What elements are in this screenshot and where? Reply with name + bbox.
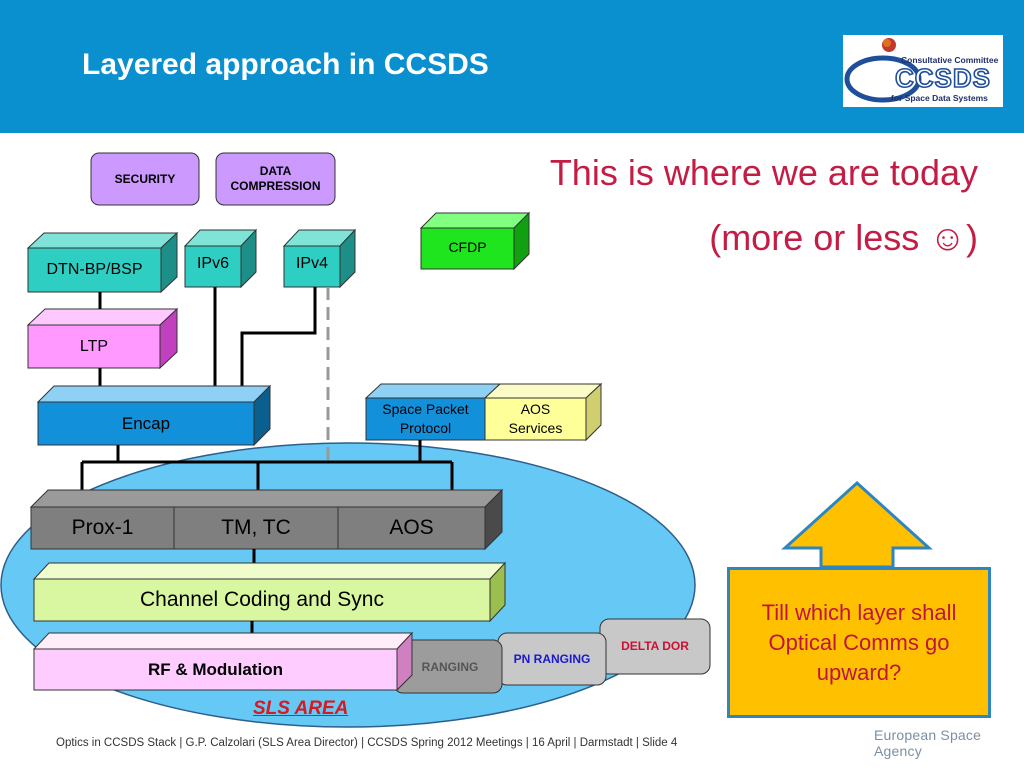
slide-header: Layered approach in CCSDS Consultative C…	[0, 0, 1024, 133]
headline-today: This is where we are today	[549, 152, 978, 193]
dtn-box	[26, 231, 179, 294]
tmtc-box	[173, 506, 339, 550]
link-layer-row	[29, 488, 504, 551]
cfdp-box	[419, 211, 531, 271]
pn-ranging-label: PN RANGING	[513, 652, 591, 666]
ccsds-logo: Consultative Committee CCSDS for Space D…	[843, 35, 1003, 107]
rf-modulation-box	[32, 631, 414, 692]
aos-services-label: AOS Services	[485, 398, 586, 440]
channel-coding-box	[32, 561, 507, 623]
security-label: SECURITY	[114, 172, 176, 186]
logo-acronym: CCSDS	[895, 63, 991, 93]
sls-area-label: SLS AREA	[253, 698, 349, 719]
logo-line2: for Space Data Systems	[891, 93, 988, 103]
optical-comms-question: Till which layer shall Optical Comms go …	[727, 567, 991, 718]
prox1-box	[30, 506, 175, 550]
ipv4-label: IPv4	[295, 255, 328, 272]
space-packet-protocol-box	[364, 383, 502, 441]
ltp-box	[26, 307, 179, 370]
ipv6-box	[183, 228, 258, 289]
encap-label: Encap	[121, 413, 171, 433]
data-compression-line1: DATA	[259, 164, 292, 178]
cfdp-label: CFDP	[448, 239, 487, 255]
aos-label: AOS	[389, 516, 434, 539]
headline-more-or-less: (more or less ☺)	[709, 217, 978, 258]
esa-wordmark: European Space Agency	[874, 727, 982, 759]
spp-line2: Protocol	[399, 420, 452, 436]
ltp-label: LTP	[79, 337, 109, 355]
up-arrow-icon	[781, 480, 933, 569]
aos-services-line2: Services	[508, 420, 563, 436]
aos-services-box	[483, 382, 603, 442]
dtn-label: DTN-BP/BSP	[46, 261, 143, 278]
data-compression-box	[215, 152, 336, 206]
slide-footer: Optics in CCSDS Stack | G.P. Calzolari (…	[56, 737, 678, 749]
security-box	[90, 152, 200, 206]
ipv4-box	[282, 228, 357, 289]
logo-orbit-icon	[844, 55, 922, 103]
delta-dor-label: DELTA DOR	[621, 639, 689, 653]
prox1-label: Prox-1	[71, 516, 134, 539]
spp-line1: Space Packet	[382, 401, 469, 417]
tmtc-label: TM, TC	[221, 516, 291, 539]
aos-box	[337, 506, 486, 550]
space-packet-protocol-label: Space Packet Protocol	[366, 398, 485, 440]
channel-coding-label: Channel Coding and Sync	[139, 588, 384, 611]
data-compression-line2: COMPRESSION	[230, 179, 321, 193]
aos-services-line1: AOS	[520, 401, 551, 417]
ipv6-label: IPv6	[196, 255, 229, 272]
slide-title: Layered approach in CCSDS	[82, 48, 489, 81]
ranging-label: RANGING	[421, 660, 479, 674]
data-compression-label: DATA COMPRESSION	[216, 153, 335, 205]
logo-line1: Consultative Committee	[901, 55, 999, 65]
rf-modulation-label: RF & Modulation	[147, 659, 284, 679]
encap-box	[36, 384, 272, 447]
